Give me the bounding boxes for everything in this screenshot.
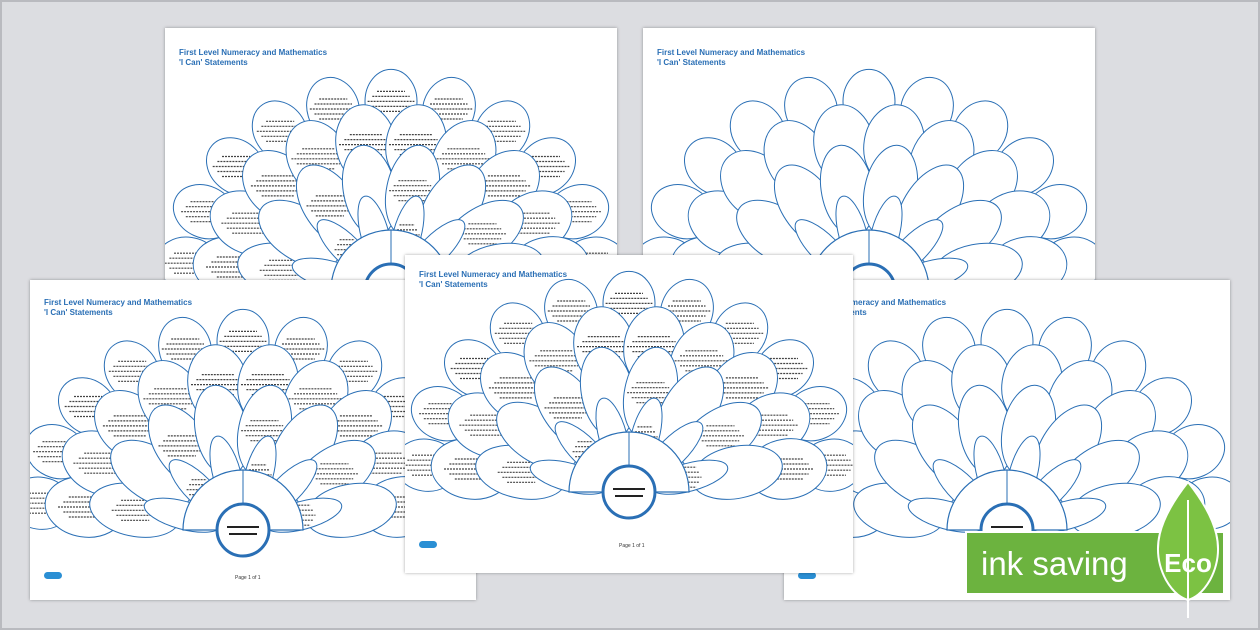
brand-logo [798, 572, 816, 579]
brand-logo [44, 572, 62, 579]
worksheet-back-left: First Level Numeracy and Mathematics 'I … [165, 28, 617, 290]
ink-saving-badge: ink saving [965, 531, 1225, 595]
petal-diagram [405, 270, 853, 520]
worksheet-back-right: First Level Numeracy and Mathematics 'I … [643, 28, 1095, 290]
title-line-1: First Level Numeracy and Mathematics [44, 298, 193, 307]
worksheet-front-center: First Level Numeracy and Mathematics 'I … [405, 255, 853, 573]
petal-diagram [643, 68, 1095, 290]
title-line-2: 'I Can' Statements [179, 58, 248, 67]
petal-diagram [165, 68, 617, 290]
title-line-1: First Level Numeracy and Mathematics [657, 48, 806, 57]
page-footer: Page 1 of 1 [619, 543, 645, 549]
title-line-1: First Level Numeracy and Mathematics [419, 270, 568, 279]
badge-tag: Eco [1164, 548, 1212, 578]
worksheet-title: First Level Numeracy and Mathematics 'I … [419, 270, 567, 290]
page-footer: Page 1 of 1 [235, 575, 261, 581]
worksheet-title: First Level Numeracy and Mathematics 'I … [179, 48, 327, 68]
leaf-icon: Eco [1156, 480, 1220, 618]
badge-label: ink saving [981, 545, 1128, 582]
title-line-2: 'I Can' Statements [44, 308, 113, 317]
worksheet-title: First Level Numeracy and Mathematics 'I … [44, 298, 192, 318]
worksheet-title: First Level Numeracy and Mathematics 'I … [657, 48, 805, 68]
centre-circle [215, 502, 271, 558]
title-line-1: First Level Numeracy and Mathematics [798, 298, 947, 307]
title-line-1: First Level Numeracy and Mathematics [179, 48, 328, 57]
title-line-2: 'I Can' Statements [419, 280, 488, 289]
centre-circle [601, 464, 657, 520]
brand-logo [419, 541, 437, 548]
title-line-2: 'I Can' Statements [657, 58, 726, 67]
